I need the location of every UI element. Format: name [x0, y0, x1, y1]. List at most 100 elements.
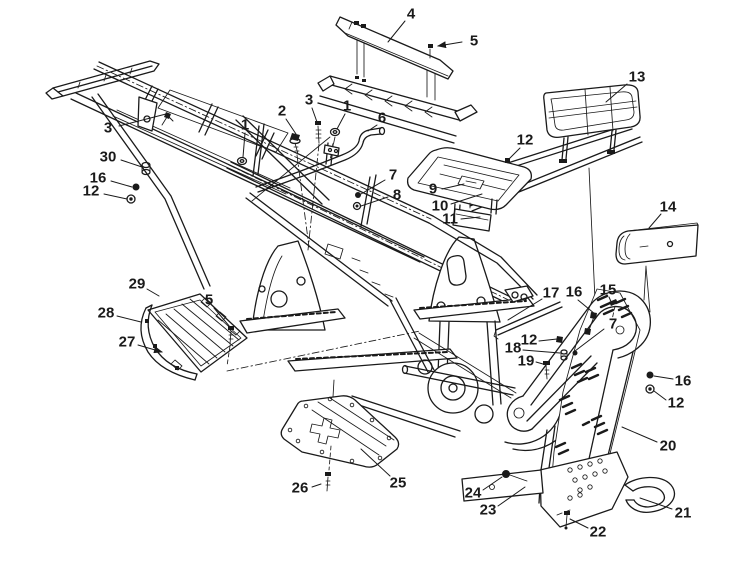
leader-line: [523, 350, 560, 353]
callout-label-15: 15: [600, 282, 617, 299]
leader-line: [508, 299, 542, 320]
callout-label-26: 26: [292, 480, 309, 497]
callout-label-13: 13: [629, 69, 646, 86]
callout-label-22: 22: [590, 524, 607, 541]
callout-label-24: 24: [465, 485, 482, 502]
bolt: [290, 133, 300, 141]
frame: [46, 61, 574, 450]
callout-label-12: 12: [668, 395, 685, 412]
leader-line: [121, 160, 142, 167]
callout-label-6: 6: [378, 110, 386, 127]
leader-line: [312, 484, 321, 487]
callout-label-21: 21: [675, 505, 692, 522]
front-rack: [408, 148, 532, 231]
mount-plate: [462, 470, 543, 501]
lower-plate: [540, 452, 628, 527]
support-tube: [256, 128, 381, 187]
callout-label-7: 7: [389, 167, 397, 184]
leader-line: [166, 114, 173, 121]
callout-label-16: 16: [566, 284, 583, 301]
leader-line: [451, 194, 482, 204]
bolt: [502, 470, 510, 478]
leader-line: [575, 329, 604, 351]
callout-label-11: 11: [442, 211, 458, 228]
callout-label-16: 16: [675, 373, 692, 390]
callout-label-27: 27: [119, 334, 136, 351]
leader-line: [147, 289, 159, 296]
bolt: [556, 336, 563, 343]
skid-plate: [281, 396, 398, 491]
leader-line: [649, 214, 661, 228]
callout-label-3: 3: [104, 120, 112, 137]
leader-line: [536, 362, 543, 364]
callout-label-8: 8: [393, 187, 401, 204]
leader-line: [609, 297, 612, 304]
leader-line: [361, 197, 388, 206]
leader-line: [138, 345, 163, 354]
bolt: [564, 511, 570, 515]
nut: [646, 371, 654, 379]
nut: [132, 183, 140, 191]
callout-label-10: 10: [432, 198, 449, 215]
leader-line: [388, 21, 405, 42]
washer: [331, 129, 340, 136]
leader-line: [337, 114, 345, 129]
callout-label-14: 14: [660, 199, 677, 216]
callout-label-17: 17: [543, 285, 560, 302]
leader-line: [119, 114, 166, 126]
footrest: [141, 294, 247, 380]
leader-line: [243, 133, 245, 157]
callout-label-12: 12: [521, 332, 538, 349]
callout-label-20: 20: [660, 438, 677, 455]
callout-label-1: 1: [343, 98, 351, 115]
bolt: [584, 328, 591, 335]
callout-label-16: 16: [90, 170, 107, 187]
nut: [355, 192, 361, 198]
leader-line: [589, 314, 595, 330]
callout-label-12: 12: [83, 183, 100, 200]
callout-label-2: 2: [278, 103, 286, 120]
spacer: [561, 350, 567, 354]
callout-label-4: 4: [407, 6, 416, 23]
leader-line: [111, 181, 132, 187]
brushguard: [462, 289, 674, 527]
leader-line: [312, 108, 317, 122]
leader-line: [368, 125, 377, 131]
leader-line: [606, 84, 627, 102]
warning-tag: [453, 209, 491, 231]
nut: [572, 350, 578, 356]
storage-box: [616, 223, 698, 300]
heat-shield: [318, 17, 477, 143]
leader-line: [498, 487, 525, 506]
leader-line: [622, 427, 657, 442]
callout-label-30: 30: [100, 149, 117, 166]
callout-label-23: 23: [480, 502, 497, 519]
bolt: [609, 299, 618, 306]
callout-label-7: 7: [609, 316, 617, 333]
leader-line: [117, 316, 141, 322]
callout-label-19: 19: [518, 353, 535, 370]
leader-line: [570, 519, 588, 528]
leader-line: [654, 376, 673, 379]
leader-line: [640, 498, 672, 509]
leader-line: [286, 119, 296, 134]
footrest-guard: [141, 305, 197, 380]
flange-nut: [646, 385, 654, 393]
bolt: [543, 361, 550, 365]
callout-label-3: 3: [305, 92, 313, 109]
fasteners: [127, 112, 654, 530]
callout-label-9: 9: [429, 181, 437, 198]
leader-line: [461, 217, 480, 219]
callout-label-28: 28: [98, 305, 115, 322]
leader-line: [654, 391, 666, 400]
leader-line: [508, 148, 520, 160]
leader-line: [437, 41, 462, 49]
callout-label-1: 1: [241, 117, 249, 134]
bolt: [315, 121, 321, 125]
callout-label-5: 5: [205, 292, 213, 309]
tow-hook: [625, 477, 674, 512]
callout-label-5: 5: [470, 33, 478, 50]
callout-label-25: 25: [390, 475, 407, 492]
